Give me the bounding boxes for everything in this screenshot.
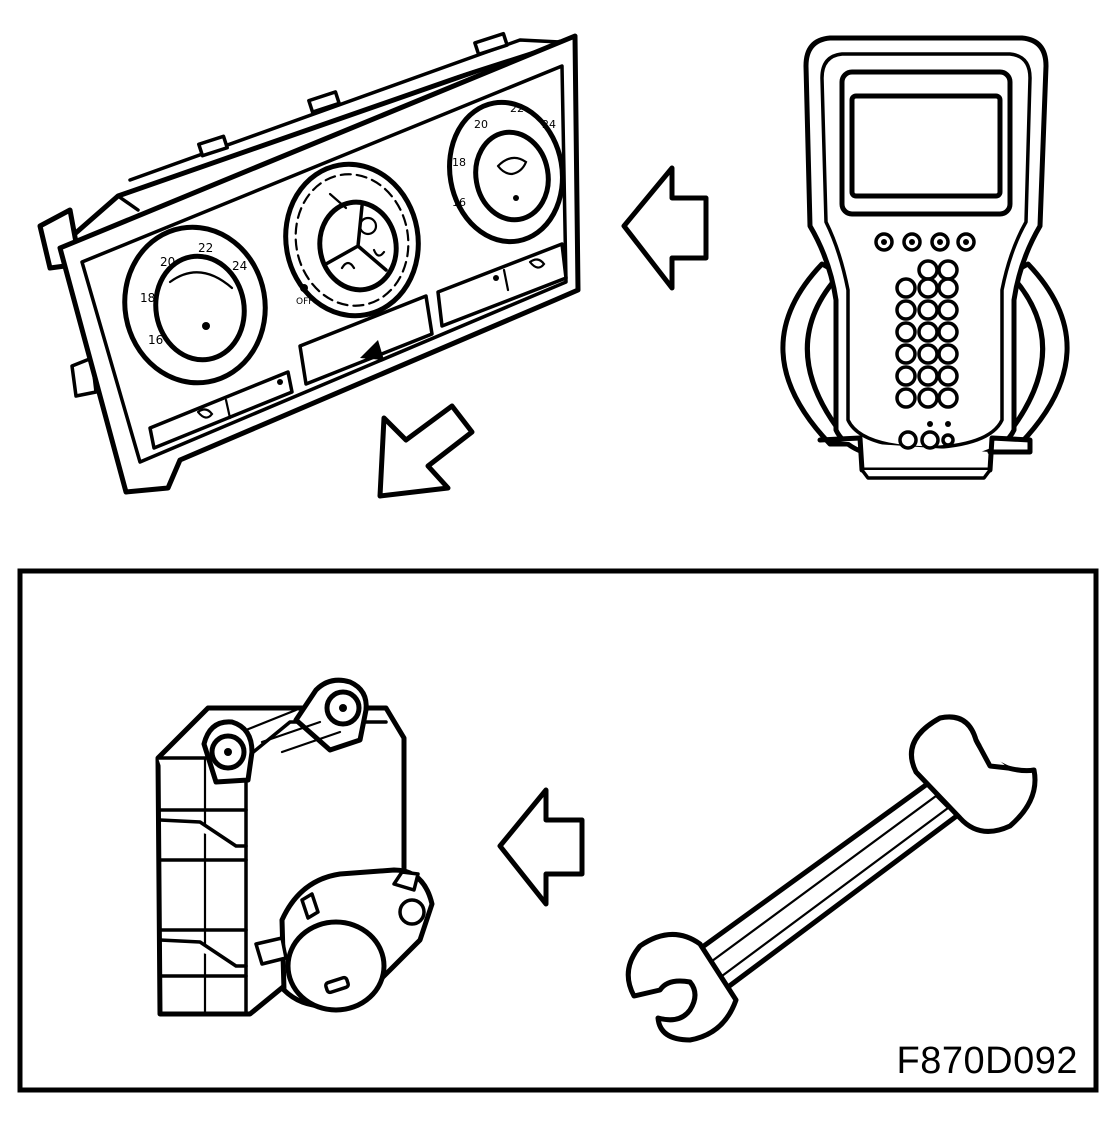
arrow-to-actuator-icon: [497, 787, 585, 907]
right-dial-label-18: 18: [452, 156, 466, 169]
damper-actuator-motor-icon: [155, 677, 435, 1017]
right-dial-label-20: 20: [474, 118, 488, 131]
left-dial-scale: 16 18 20 22 24: [140, 241, 247, 347]
right-button-strip: [436, 242, 568, 328]
left-dial-label-20: 20: [160, 255, 175, 269]
left-dial-label-16: 16: [148, 333, 163, 347]
left-button-strip: [148, 370, 294, 450]
climate-control-panel-icon: 16 18 20 22 24 OFF 16 18 20 22 24: [37, 31, 581, 495]
arrow-to-panel-icon: [621, 165, 709, 291]
scan-tool-keypad: [895, 259, 959, 450]
right-dial-label-16: 16: [452, 196, 466, 209]
lower-frame: [17, 568, 1099, 1093]
scan-tool-top-buttons: [874, 232, 976, 252]
fan-off-label: OFF: [296, 297, 313, 307]
left-dial-label-18: 18: [140, 291, 155, 305]
diagnostic-scan-tool-icon: [780, 35, 1070, 480]
figure-code: F870D092: [896, 1040, 1078, 1082]
right-dial-label-24: 24: [542, 118, 556, 131]
left-dial-label-22: 22: [198, 241, 213, 255]
left-dial-label-24: 24: [232, 259, 247, 273]
right-dial-label-22: 22: [510, 102, 524, 115]
arrow-up-left-icon: [377, 403, 475, 499]
open-end-wrench-icon: [625, 714, 1038, 1043]
right-dial-scale: 16 18 20 22 24: [452, 102, 556, 209]
center-button: [298, 294, 434, 386]
